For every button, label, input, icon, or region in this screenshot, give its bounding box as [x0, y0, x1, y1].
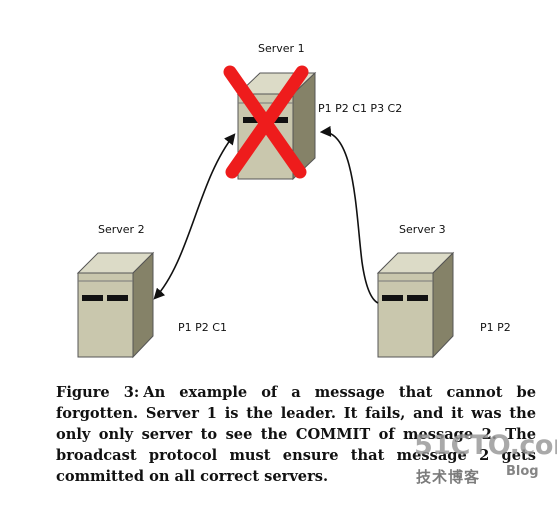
- server-3-log: P1 P2: [480, 321, 511, 334]
- watermark: 51CTO.com 技术博客 Blog: [414, 430, 557, 490]
- server-1-log: P1 P2 C1 P3 C2: [318, 102, 402, 115]
- server-1: Server 1 P1 P2 C1 P3 C2: [223, 42, 402, 181]
- server-1-label: Server 1: [258, 42, 305, 55]
- server-3-icon: [376, 251, 455, 359]
- server-2-label: Server 2: [98, 223, 145, 236]
- figure-caption: Figure 3:An example of a message that ca…: [56, 382, 536, 487]
- server-2-icon: [76, 251, 155, 359]
- failure-cross-icon: [223, 65, 309, 179]
- watermark-blog: Blog: [506, 464, 539, 479]
- server-3: Server 3 P1 P2: [376, 223, 511, 359]
- server-2-log: P1 P2 C1: [178, 321, 227, 334]
- link-server1-server2: [153, 133, 236, 300]
- caption-prefix: Figure 3:: [56, 384, 140, 401]
- caption-text: An example of a message that cannot be f…: [56, 384, 537, 485]
- server-3-label: Server 3: [399, 223, 446, 236]
- watermark-site: 51CTO.com: [414, 430, 557, 461]
- watermark-subtitle: 技术博客: [416, 468, 481, 486]
- replication-diagram: Server 1 P1 P2 C1 P3 C2 Server 2 P1 P2 C…: [76, 42, 511, 359]
- server-2: Server 2 P1 P2 C1: [76, 223, 227, 359]
- link-server1-server3: [319, 125, 379, 304]
